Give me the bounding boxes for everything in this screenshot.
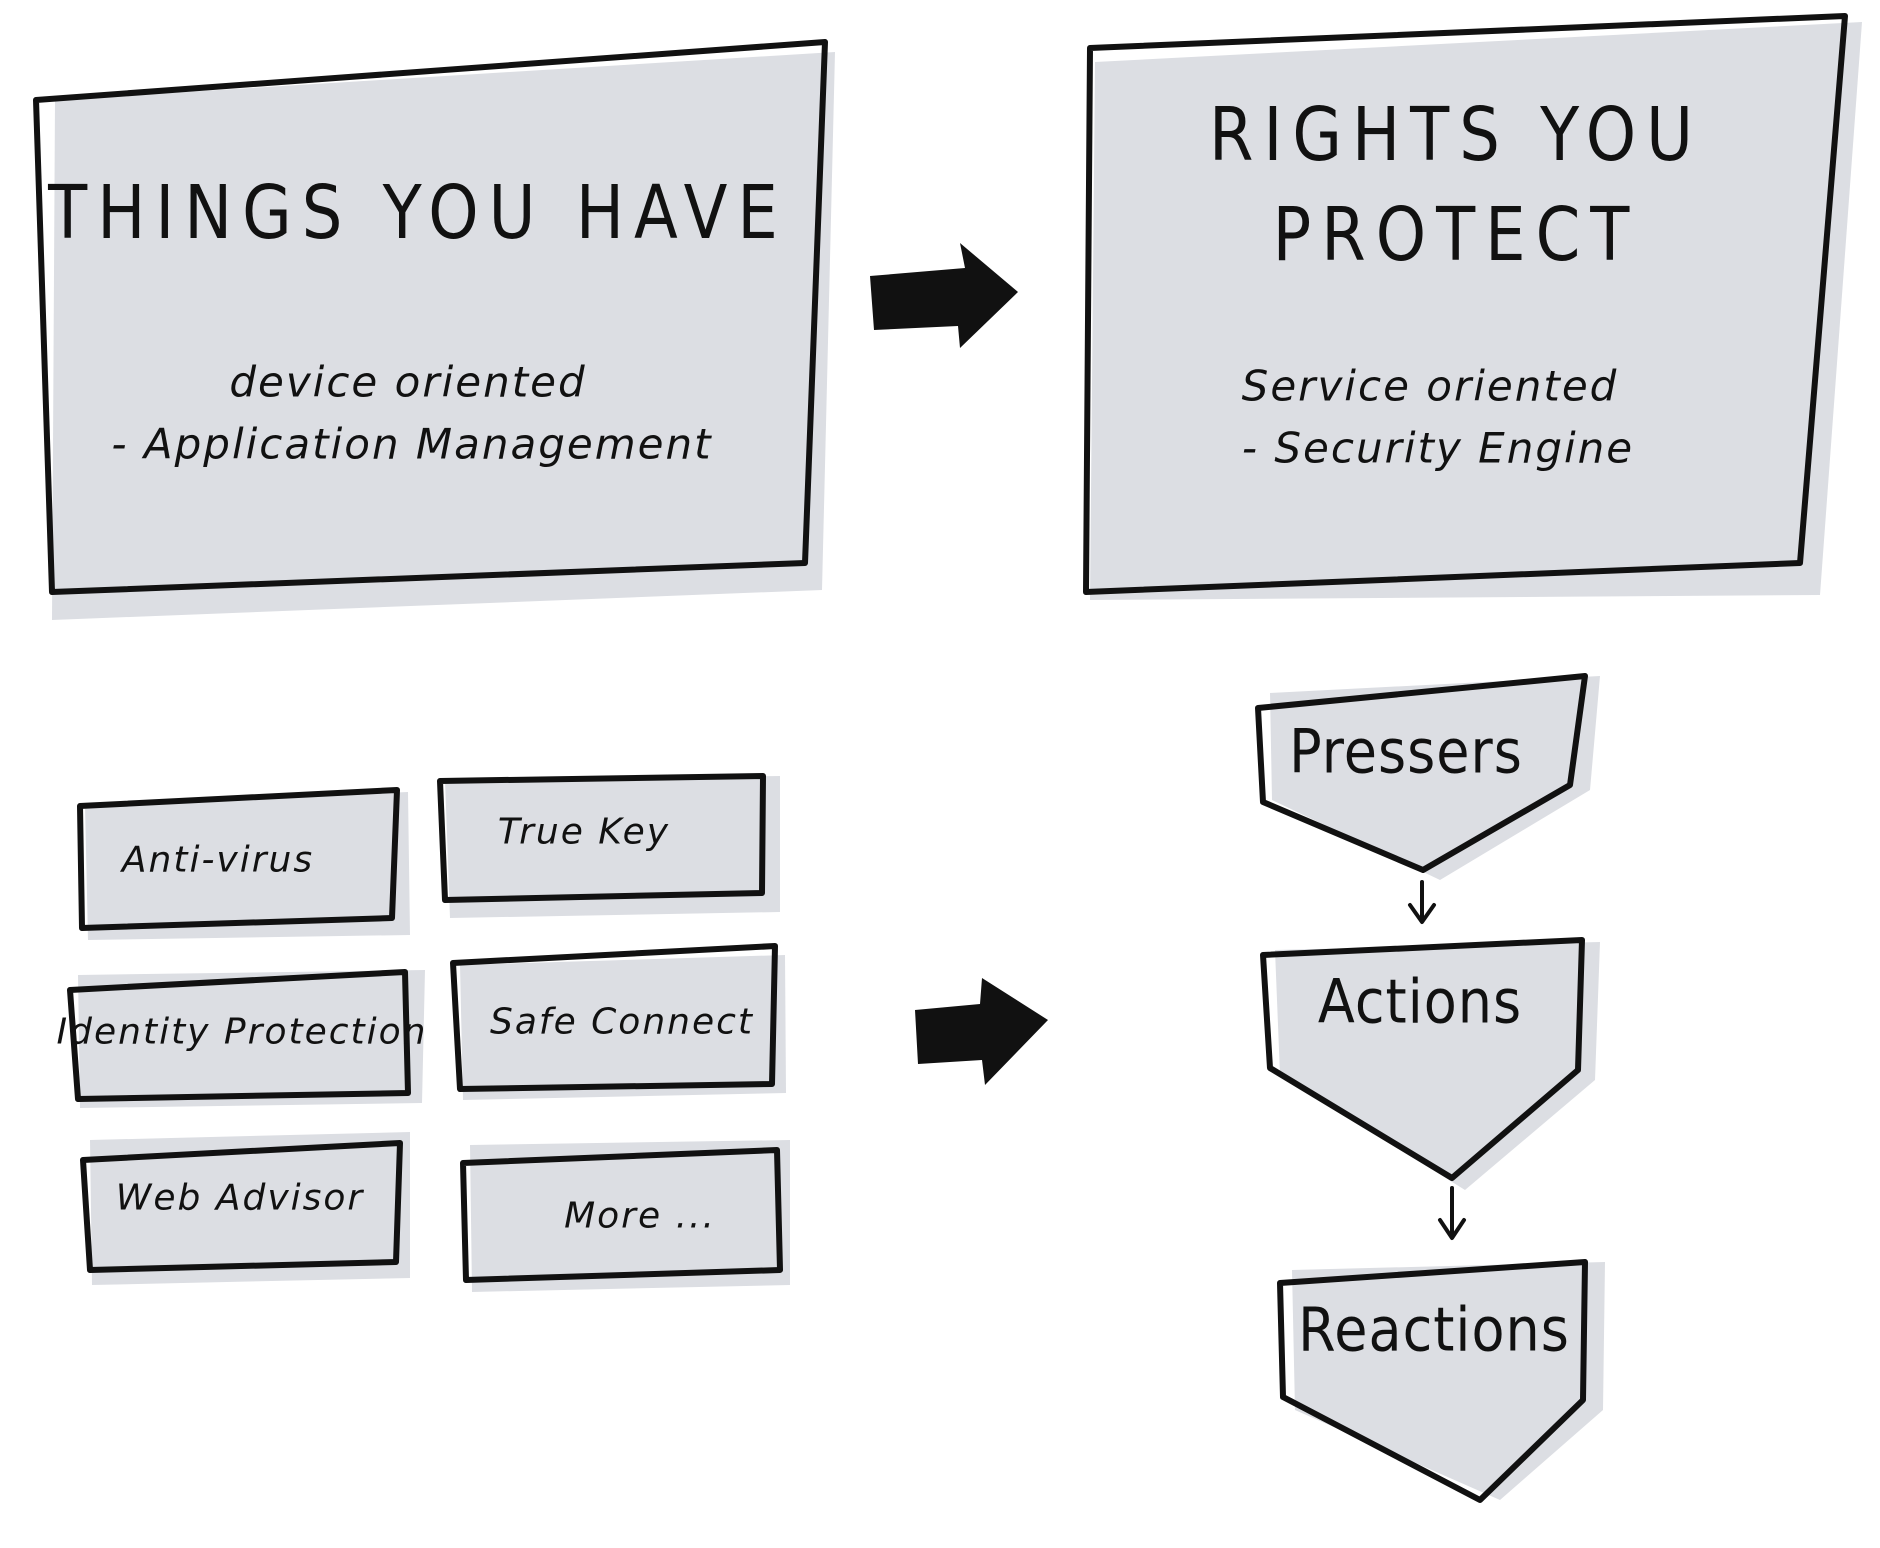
left-box-line1: device oriented bbox=[229, 357, 587, 407]
product-web-advisor: Web Advisor bbox=[115, 1177, 365, 1219]
chip-border-anti-virus bbox=[77, 787, 400, 931]
flow-arrows bbox=[1408, 880, 1466, 1240]
chip-border-true-key bbox=[437, 773, 766, 903]
right-box-title-line2: PROTECT bbox=[1272, 193, 1640, 279]
product-true-key: True Key bbox=[497, 811, 671, 853]
right-box-title-line1: RIGHTS YOU bbox=[1209, 93, 1703, 179]
flow-shape-reactions bbox=[1277, 1259, 1588, 1503]
right-box-line1: Service oriented bbox=[1241, 361, 1619, 411]
chip-border-identity-protection bbox=[67, 969, 411, 1102]
chip-border-safe-connect bbox=[450, 943, 778, 1092]
big-arrow-top bbox=[870, 243, 1018, 348]
product-more: More ... bbox=[564, 1195, 716, 1237]
chip-border-more bbox=[460, 1147, 783, 1283]
left-box-line2: - Application Management bbox=[111, 419, 713, 469]
flow-shape-actions bbox=[1260, 937, 1585, 1181]
flow-shape-pressers bbox=[1255, 673, 1588, 873]
left-box-border bbox=[33, 39, 828, 595]
flow-arrow-2-head bbox=[1438, 1218, 1466, 1240]
right-box-line2: - Security Engine bbox=[1241, 423, 1635, 473]
product-anti-virus: Anti-virus bbox=[121, 839, 315, 881]
flow-step-actions: Actions bbox=[1317, 966, 1523, 1038]
flow-arrow-1-head bbox=[1408, 903, 1436, 924]
chip-border-web-advisor bbox=[80, 1140, 403, 1273]
flow-step-reactions: Reactions bbox=[1298, 1294, 1570, 1366]
product-identity-protection: Identity Protection bbox=[56, 1011, 428, 1053]
left-box-title: THINGS YOU HAVE bbox=[48, 171, 788, 257]
right-box-border bbox=[1083, 13, 1848, 595]
product-safe-connect: Safe Connect bbox=[489, 1001, 755, 1043]
flow-step-pressers: Pressers bbox=[1289, 716, 1523, 788]
big-arrow-bottom bbox=[915, 978, 1048, 1085]
